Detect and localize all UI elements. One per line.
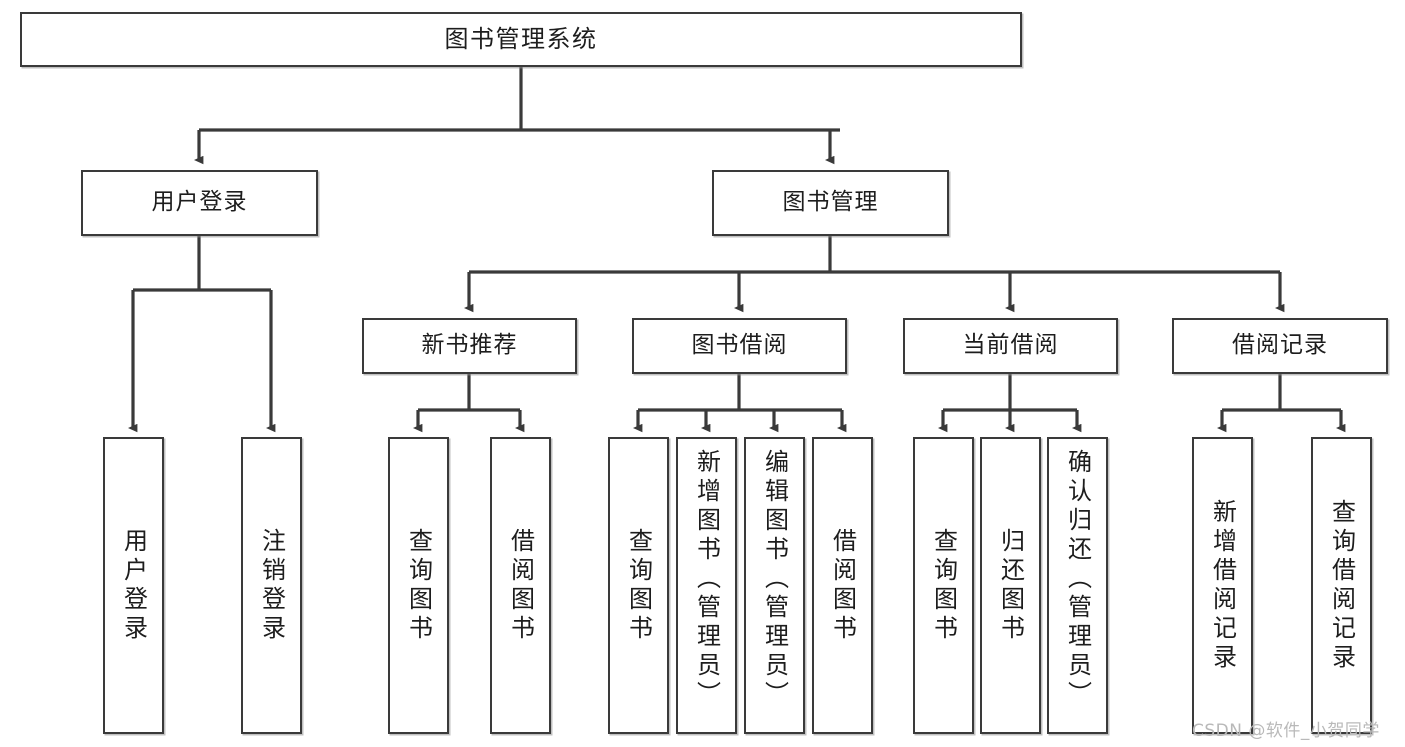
leaf-new-book-borrow[interactable]: 借阅图书 — [490, 437, 551, 734]
leaf-borrow-record-query[interactable]: 查询借阅记录 — [1311, 437, 1372, 734]
node-borrow-record[interactable]: 借阅记录 — [1172, 318, 1388, 374]
node-label: 确认归还（管理员） — [1063, 449, 1092, 710]
node-label: 新增借阅记录 — [1208, 498, 1237, 673]
node-label: 新书推荐 — [421, 332, 518, 359]
leaf-new-book-query[interactable]: 查询图书 — [388, 437, 449, 734]
leaf-user-login-signin[interactable]: 用户登录 — [103, 437, 164, 734]
node-label: 图书管理 — [782, 189, 879, 216]
node-label: 注销登录 — [257, 527, 286, 644]
node-label: 用户登录 — [151, 189, 248, 216]
leaf-current-borrow-return[interactable]: 归还图书 — [980, 437, 1041, 734]
node-label: 当前借阅 — [962, 332, 1059, 359]
node-label: 新增图书（管理员） — [692, 449, 721, 710]
leaf-book-borrow-edit[interactable]: 编辑图书（管理员） — [744, 437, 805, 734]
node-label: 归还图书 — [996, 527, 1025, 644]
leaf-current-borrow-confirm-return[interactable]: 确认归还（管理员） — [1047, 437, 1108, 734]
node-label: 借阅图书 — [506, 527, 535, 644]
leaf-user-login-signout[interactable]: 注销登录 — [241, 437, 302, 734]
node-user-login[interactable]: 用户登录 — [81, 170, 318, 236]
node-book-management[interactable]: 图书管理 — [712, 170, 949, 236]
leaf-book-borrow-add[interactable]: 新增图书（管理员） — [676, 437, 737, 734]
node-root-system[interactable]: 图书管理系统 — [20, 12, 1022, 67]
node-book-borrow[interactable]: 图书借阅 — [632, 318, 847, 374]
csdn-watermark: CSDN @软件_小贺同学 — [1192, 721, 1380, 741]
node-current-borrow[interactable]: 当前借阅 — [903, 318, 1118, 374]
node-new-book-recommend[interactable]: 新书推荐 — [362, 318, 577, 374]
node-label: 查询图书 — [404, 527, 433, 644]
node-label: 用户登录 — [119, 527, 148, 644]
leaf-book-borrow-query[interactable]: 查询图书 — [608, 437, 669, 734]
node-label: 借阅图书 — [828, 527, 857, 644]
node-label: 图书管理系统 — [444, 25, 598, 54]
node-label: 借阅记录 — [1232, 332, 1328, 359]
node-label: 编辑图书（管理员） — [760, 449, 789, 710]
node-label: 查询借阅记录 — [1327, 498, 1356, 673]
leaf-current-borrow-query[interactable]: 查询图书 — [913, 437, 974, 734]
leaf-borrow-record-add[interactable]: 新增借阅记录 — [1192, 437, 1253, 734]
leaf-book-borrow-lend[interactable]: 借阅图书 — [812, 437, 873, 734]
node-label: 图书借阅 — [691, 332, 788, 359]
node-label: 查询图书 — [929, 527, 958, 644]
node-label: 查询图书 — [624, 527, 653, 644]
